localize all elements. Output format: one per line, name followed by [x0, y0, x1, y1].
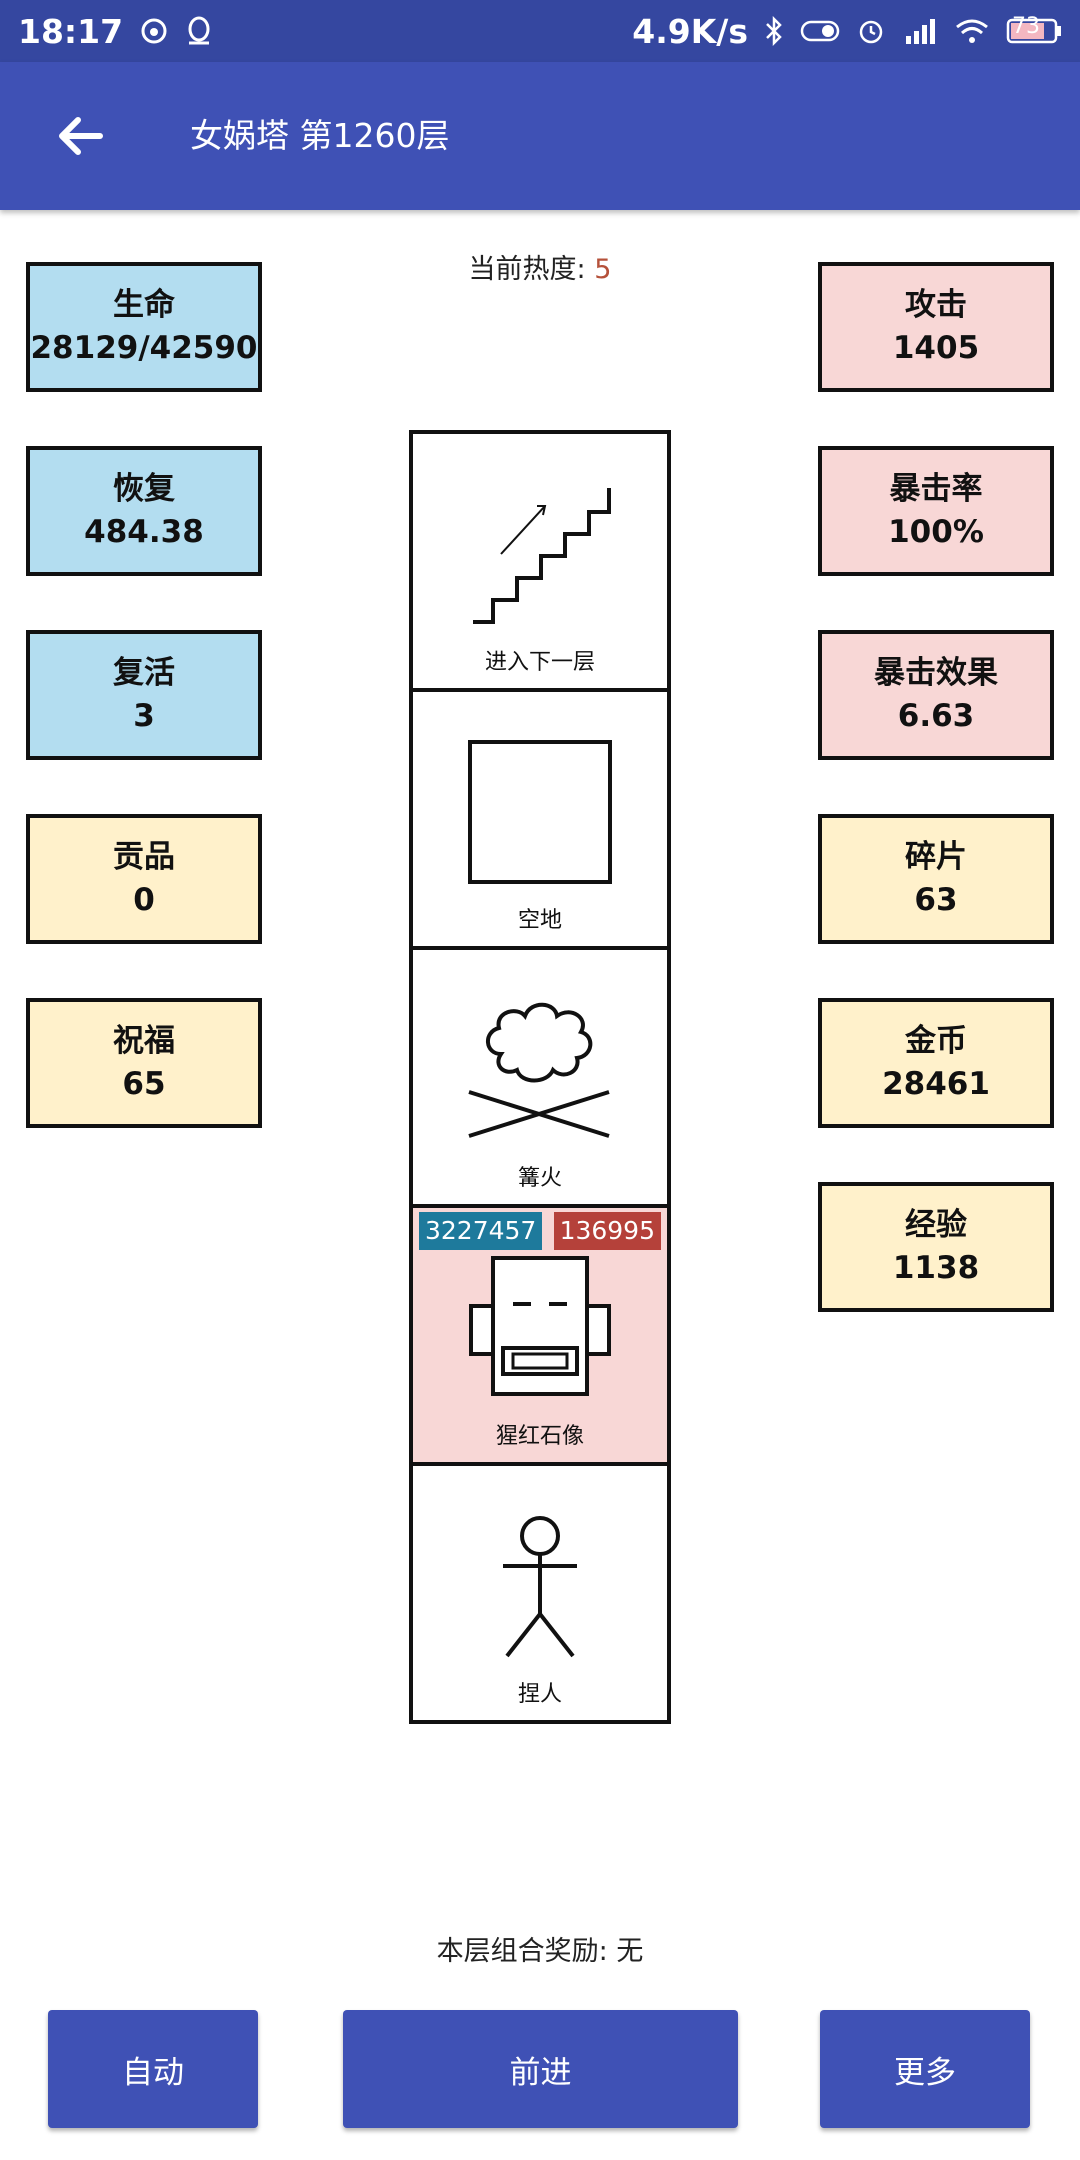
stat-label: 经验 — [905, 1207, 967, 1243]
stat-value: 63 — [914, 882, 958, 918]
stat-value: 1138 — [892, 1250, 980, 1286]
stat-crit-effect: 暴击效果 6.63 — [818, 630, 1054, 760]
current-heat: 当前热度: 5 — [0, 247, 1080, 286]
cell-label: 空地 — [517, 908, 562, 933]
back-button[interactable] — [52, 110, 108, 162]
battery-level: 73 — [1012, 14, 1040, 39]
clock: 18:17 — [18, 11, 124, 51]
toggle-icon — [800, 18, 840, 44]
stat-value: 65 — [122, 1066, 166, 1102]
stat-blessing: 祝福 65 — [26, 998, 262, 1128]
stat-value: 28461 — [882, 1066, 990, 1102]
status-bar-left: 18:17 — [18, 12, 213, 51]
tower-cell-enemy[interactable]: 3227457 136995 猩红石像 — [409, 1204, 671, 1466]
network-speed: 4.9K/s — [632, 11, 748, 51]
page-title: 女娲塔 第1260层 — [190, 116, 450, 155]
tower-cell-character[interactable]: 捏人 — [409, 1462, 671, 1724]
tower-cell-campfire[interactable]: 篝火 — [409, 946, 671, 1208]
campfire-icon — [468, 1002, 610, 1138]
more-button[interactable]: 更多 — [820, 2010, 1030, 2128]
cell-label: 篝火 — [517, 1166, 562, 1191]
heat-label: 当前热度: — [468, 254, 586, 285]
wifi-icon — [954, 16, 990, 46]
stat-regen: 恢复 484.38 — [26, 446, 262, 576]
stat-label: 金币 — [905, 1023, 967, 1059]
stat-label: 祝福 — [113, 1023, 175, 1059]
stat-label: 攻击 — [905, 287, 967, 323]
cell-label: 猩红石像 — [495, 1424, 584, 1449]
alarm-icon — [856, 16, 886, 46]
stat-revive: 复活 3 — [26, 630, 262, 760]
stat-value: 6.63 — [897, 698, 975, 734]
stairs-icon — [473, 488, 611, 624]
stat-label: 暴击效果 — [874, 655, 998, 691]
stat-label: 生命 — [113, 287, 175, 323]
hd-signal-icon — [902, 16, 938, 46]
app-bar: 女娲塔 第1260层 — [0, 62, 1080, 210]
heat-value: 5 — [594, 254, 612, 285]
tower-cell-next-floor[interactable]: 进入下一层 — [409, 430, 671, 692]
status-bar-right: 4.9K/s 73 — [632, 12, 1062, 51]
tower-cell-empty[interactable]: 空地 — [409, 688, 671, 950]
bluetooth-icon — [764, 16, 784, 46]
cell-label: 进入下一层 — [484, 650, 595, 675]
stat-experience: 经验 1138 — [818, 1182, 1054, 1312]
battery-icon — [1006, 16, 1062, 46]
stat-label: 碎片 — [905, 839, 967, 875]
stat-value: 484.38 — [84, 514, 204, 550]
enemy-hp-badge: 3227457 — [419, 1212, 543, 1250]
enemy-attack-badge: 136995 — [553, 1212, 661, 1250]
advance-button[interactable]: 前进 — [343, 2010, 738, 2128]
weibo-icon — [139, 16, 169, 46]
stat-value: 0 — [133, 882, 155, 918]
stat-value: 1405 — [892, 330, 980, 366]
stat-crit-rate: 暴击率 100% — [818, 446, 1054, 576]
status-bar: 18:17 4.9K/s 73 — [0, 0, 1080, 62]
back-arrow-icon — [59, 117, 103, 155]
tower-column: 进入下一层 空地 篝火 3227457 136995 猩红石像 — [409, 430, 671, 1724]
combo-reward: 本层组合奖励: 无 — [436, 1936, 644, 1967]
stat-label: 暴击率 — [889, 471, 983, 507]
stat-tribute: 贡品 0 — [26, 814, 262, 944]
statue-icon — [469, 1256, 611, 1396]
stat-hp: 生命 28129/42590 — [26, 262, 262, 392]
stat-gold: 金币 28461 — [818, 998, 1054, 1128]
stat-fragments: 碎片 63 — [818, 814, 1054, 944]
qq-icon — [185, 15, 213, 47]
stat-value: 100% — [888, 514, 984, 550]
stat-label: 贡品 — [113, 839, 175, 875]
stick-figure-icon — [503, 1516, 577, 1658]
auto-button[interactable]: 自动 — [48, 2010, 258, 2128]
stat-attack: 攻击 1405 — [818, 262, 1054, 392]
stat-label: 恢复 — [113, 471, 175, 507]
stat-value: 28129/42590 — [30, 330, 258, 366]
stat-value: 3 — [133, 698, 155, 734]
empty-square-icon — [468, 740, 612, 884]
cell-label: 捏人 — [517, 1682, 562, 1707]
stat-label: 复活 — [113, 655, 175, 691]
